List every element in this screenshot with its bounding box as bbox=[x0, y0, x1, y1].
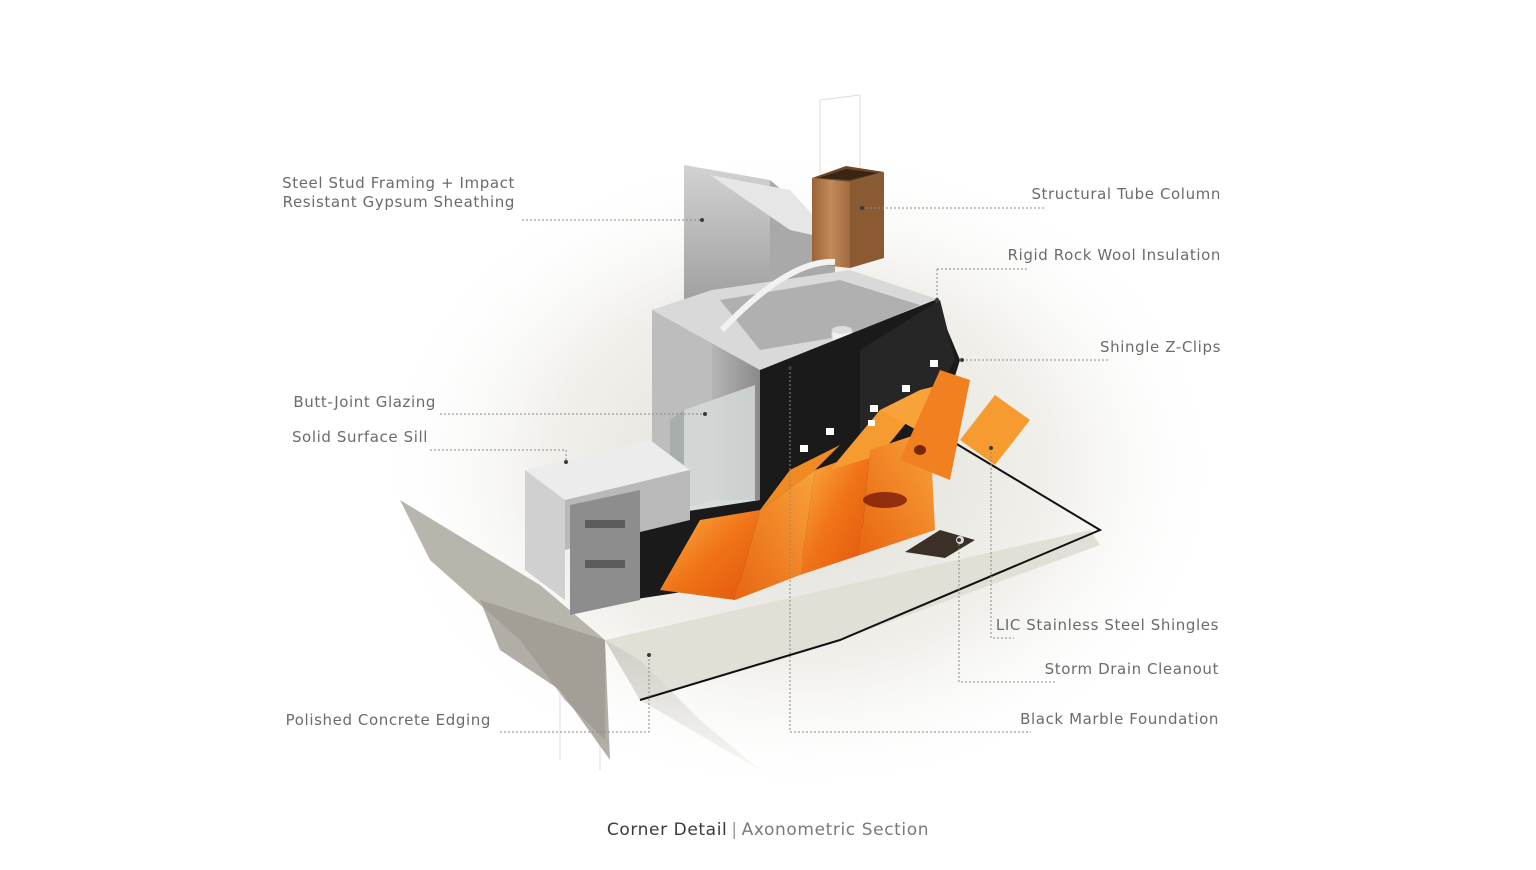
caption-subtitle: Axonometric Section bbox=[741, 820, 930, 840]
label-black-marble: Black Marble Foundation bbox=[1020, 710, 1219, 728]
label-solid-surface-sill: Solid Surface Sill bbox=[291, 428, 428, 446]
leader-dots bbox=[564, 206, 993, 657]
label-lic-shingles: LIC Stainless Steel Shingles bbox=[995, 616, 1219, 634]
label-shingle-z-clips: Shingle Z-Clips bbox=[1100, 338, 1221, 356]
sill-front bbox=[525, 470, 565, 600]
mullion-profile bbox=[570, 490, 640, 615]
shingle-patina bbox=[863, 492, 907, 508]
label-steel-stud-line2: Resistant Gypsum Sheathing bbox=[282, 193, 515, 211]
floor-slab-top bbox=[605, 530, 1100, 700]
mullion-slot bbox=[585, 560, 625, 568]
shingle bbox=[660, 510, 760, 600]
rock-wool-insulation bbox=[860, 300, 955, 440]
shingle bbox=[760, 445, 840, 510]
tube-column-front bbox=[812, 178, 850, 268]
caption: Corner Detail|Axonometric Section bbox=[0, 820, 1536, 840]
label-butt-joint-glazing: Butt-Joint Glazing bbox=[293, 393, 436, 411]
tube-column-side bbox=[850, 172, 884, 268]
stud-framing-strip bbox=[710, 175, 835, 240]
mullion-slot bbox=[585, 520, 625, 528]
solid-surface-sill bbox=[525, 440, 690, 500]
shingle bbox=[800, 450, 870, 575]
shingle-z-clips bbox=[800, 360, 938, 452]
lic-shingles bbox=[660, 370, 1030, 600]
label-steel-stud: Steel Stud Framing + Impact Resistant Gy… bbox=[250, 174, 515, 212]
floor-outline bbox=[639, 439, 1103, 701]
interior-cavity bbox=[720, 280, 920, 350]
floor-slab-front bbox=[605, 640, 760, 770]
tube-column-hollow bbox=[818, 169, 878, 180]
label-polished-concrete-edging: Polished Concrete Edging bbox=[285, 711, 491, 729]
concrete-edge-cut bbox=[480, 600, 610, 760]
caption-title: Corner Detail bbox=[606, 820, 728, 840]
butt-joint-glazing bbox=[684, 385, 755, 530]
caption-separator: | bbox=[731, 820, 738, 840]
leader-lines bbox=[430, 207, 1109, 733]
label-steel-stud-line1: Steel Stud Framing + Impact bbox=[282, 174, 515, 192]
shingle bbox=[735, 470, 815, 600]
shingle-patina bbox=[914, 445, 926, 455]
wavy-membrane bbox=[719, 258, 836, 333]
vent-pipe-top bbox=[832, 326, 852, 334]
label-rigid-rock-wool: Rigid Rock Wool Insulation bbox=[1007, 246, 1221, 264]
label-structural-tube-column: Structural Tube Column bbox=[1031, 185, 1221, 203]
label-storm-drain: Storm Drain Cleanout bbox=[1044, 660, 1219, 678]
shingle-loose bbox=[960, 395, 1030, 465]
